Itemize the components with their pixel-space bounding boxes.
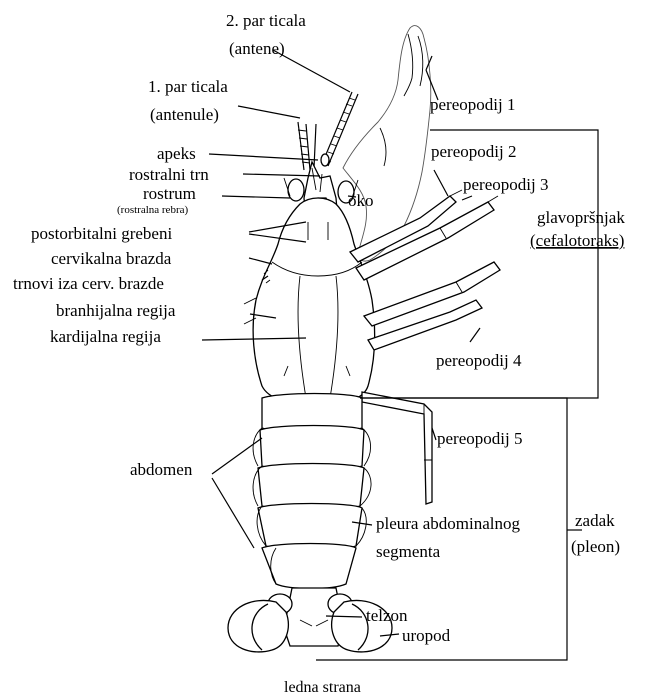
label-pereopod2: pereopodij 2 [431, 142, 516, 161]
label-uropod: uropod [402, 626, 451, 645]
label-rostrum: rostrum [143, 184, 196, 203]
label-abdomen: abdomen [130, 460, 193, 479]
label-antenna1-line2: (antenule) [150, 105, 219, 124]
caption-dorsal-side: ledna strana [284, 679, 361, 696]
label-rostral-ribs: (rostralna rebra) [117, 204, 188, 216]
carapace [253, 198, 375, 404]
label-rostral-spine: rostralni trn [129, 165, 209, 184]
label-cervical-groove: cervikalna brazda [51, 249, 172, 268]
label-pereopod3: pereopodij 3 [463, 175, 548, 194]
label-cephalothorax-line2: (cefalotoraks) [530, 231, 624, 250]
label-apex: apeks [157, 144, 196, 163]
label-pleura-line1: pleura abdominalnog [376, 514, 520, 533]
label-eye: oko [348, 191, 374, 210]
abdomen-segments [253, 394, 371, 589]
eye-left [288, 179, 304, 201]
label-branchial-region: branhijalna regija [56, 301, 176, 320]
label-antenna1-line1: 1. par ticala [148, 77, 228, 96]
label-antenna2-line1: 2. par ticala [226, 11, 306, 30]
label-pereopod4: pereopodij 4 [436, 351, 522, 370]
label-cardiac-region: kardijalna regija [50, 327, 161, 346]
label-pereopod5: pereopodij 5 [437, 429, 522, 448]
label-telson: telzon [366, 606, 408, 625]
antenna-1 [298, 122, 316, 170]
label-antenna2-line2: (antene) [229, 39, 285, 58]
label-spines-after-cervical: trnovi iza cerv. brazde [13, 274, 164, 293]
label-cephalothorax-line1: glavopršnjak [537, 208, 625, 227]
label-pleura-line2: segmenta [376, 542, 441, 561]
label-postorbital-ridges: postorbitalni grebeni [31, 224, 172, 243]
label-pleon-line1: zadak [575, 511, 615, 530]
label-pereopod1: pereopodij 1 [430, 95, 515, 114]
label-pleon-line2: (pleon) [571, 537, 620, 556]
